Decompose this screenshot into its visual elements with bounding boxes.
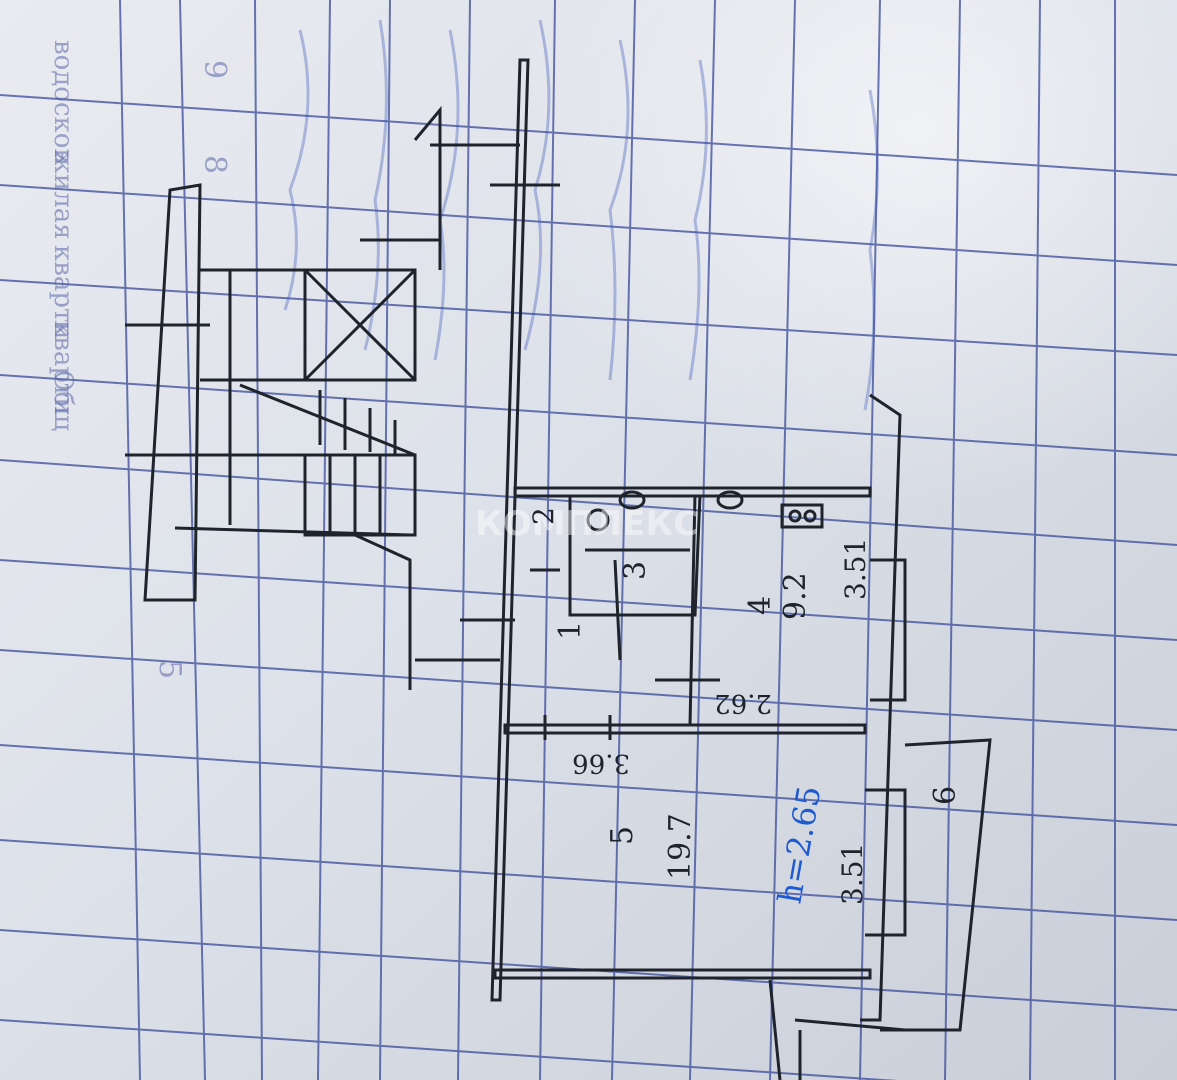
- elevator-shaft: [303, 268, 417, 382]
- dimension-label: 3.66: [572, 748, 630, 778]
- table-fragment: Общ: [48, 370, 78, 431]
- table-column-number: 8: [197, 155, 232, 174]
- table-column-number: 9: [197, 60, 232, 79]
- stove-icon: [780, 503, 824, 529]
- kitchen-sink-icon: [716, 490, 744, 510]
- room-labels: 1 2 3 4 9.2 5 19.7 6: [527, 507, 963, 880]
- table-fragments: водосков жилая кварти кварти Общ 9 8 5: [48, 40, 232, 679]
- sink-icon: [618, 490, 646, 510]
- room-area-4: 9.2: [778, 572, 813, 620]
- apartment-plan: [493, 393, 992, 1080]
- watermark: КОМПЛЕКС: [475, 504, 698, 544]
- toilet-icon: [586, 508, 610, 532]
- room-number-2: 2: [527, 507, 560, 525]
- room-number-6: 6: [928, 786, 963, 805]
- room-area-5: 19.7: [663, 813, 698, 880]
- table-fragment: кварти: [48, 320, 78, 415]
- dimension-label: 3.51: [836, 843, 869, 905]
- room-number-1: 1: [553, 621, 588, 640]
- table-column-number: 5: [152, 660, 187, 679]
- stairwell: [125, 105, 442, 690]
- corridor-walls: [415, 58, 560, 1002]
- bleed-through-handwriting: [283, 19, 879, 411]
- dimension-label: 3.51: [839, 538, 872, 600]
- table-fragment: кварти: [48, 245, 78, 340]
- room-number-5: 5: [605, 826, 640, 845]
- dimension-labels: 3.51 3.51 2.62 3.66: [572, 538, 872, 905]
- dimension-label: 2.62: [714, 688, 772, 718]
- room-number-3: 3: [618, 561, 653, 580]
- room-number-4: 4: [743, 596, 778, 615]
- table-fragment: водосков: [48, 40, 78, 163]
- table-fragment: жилая: [48, 150, 78, 240]
